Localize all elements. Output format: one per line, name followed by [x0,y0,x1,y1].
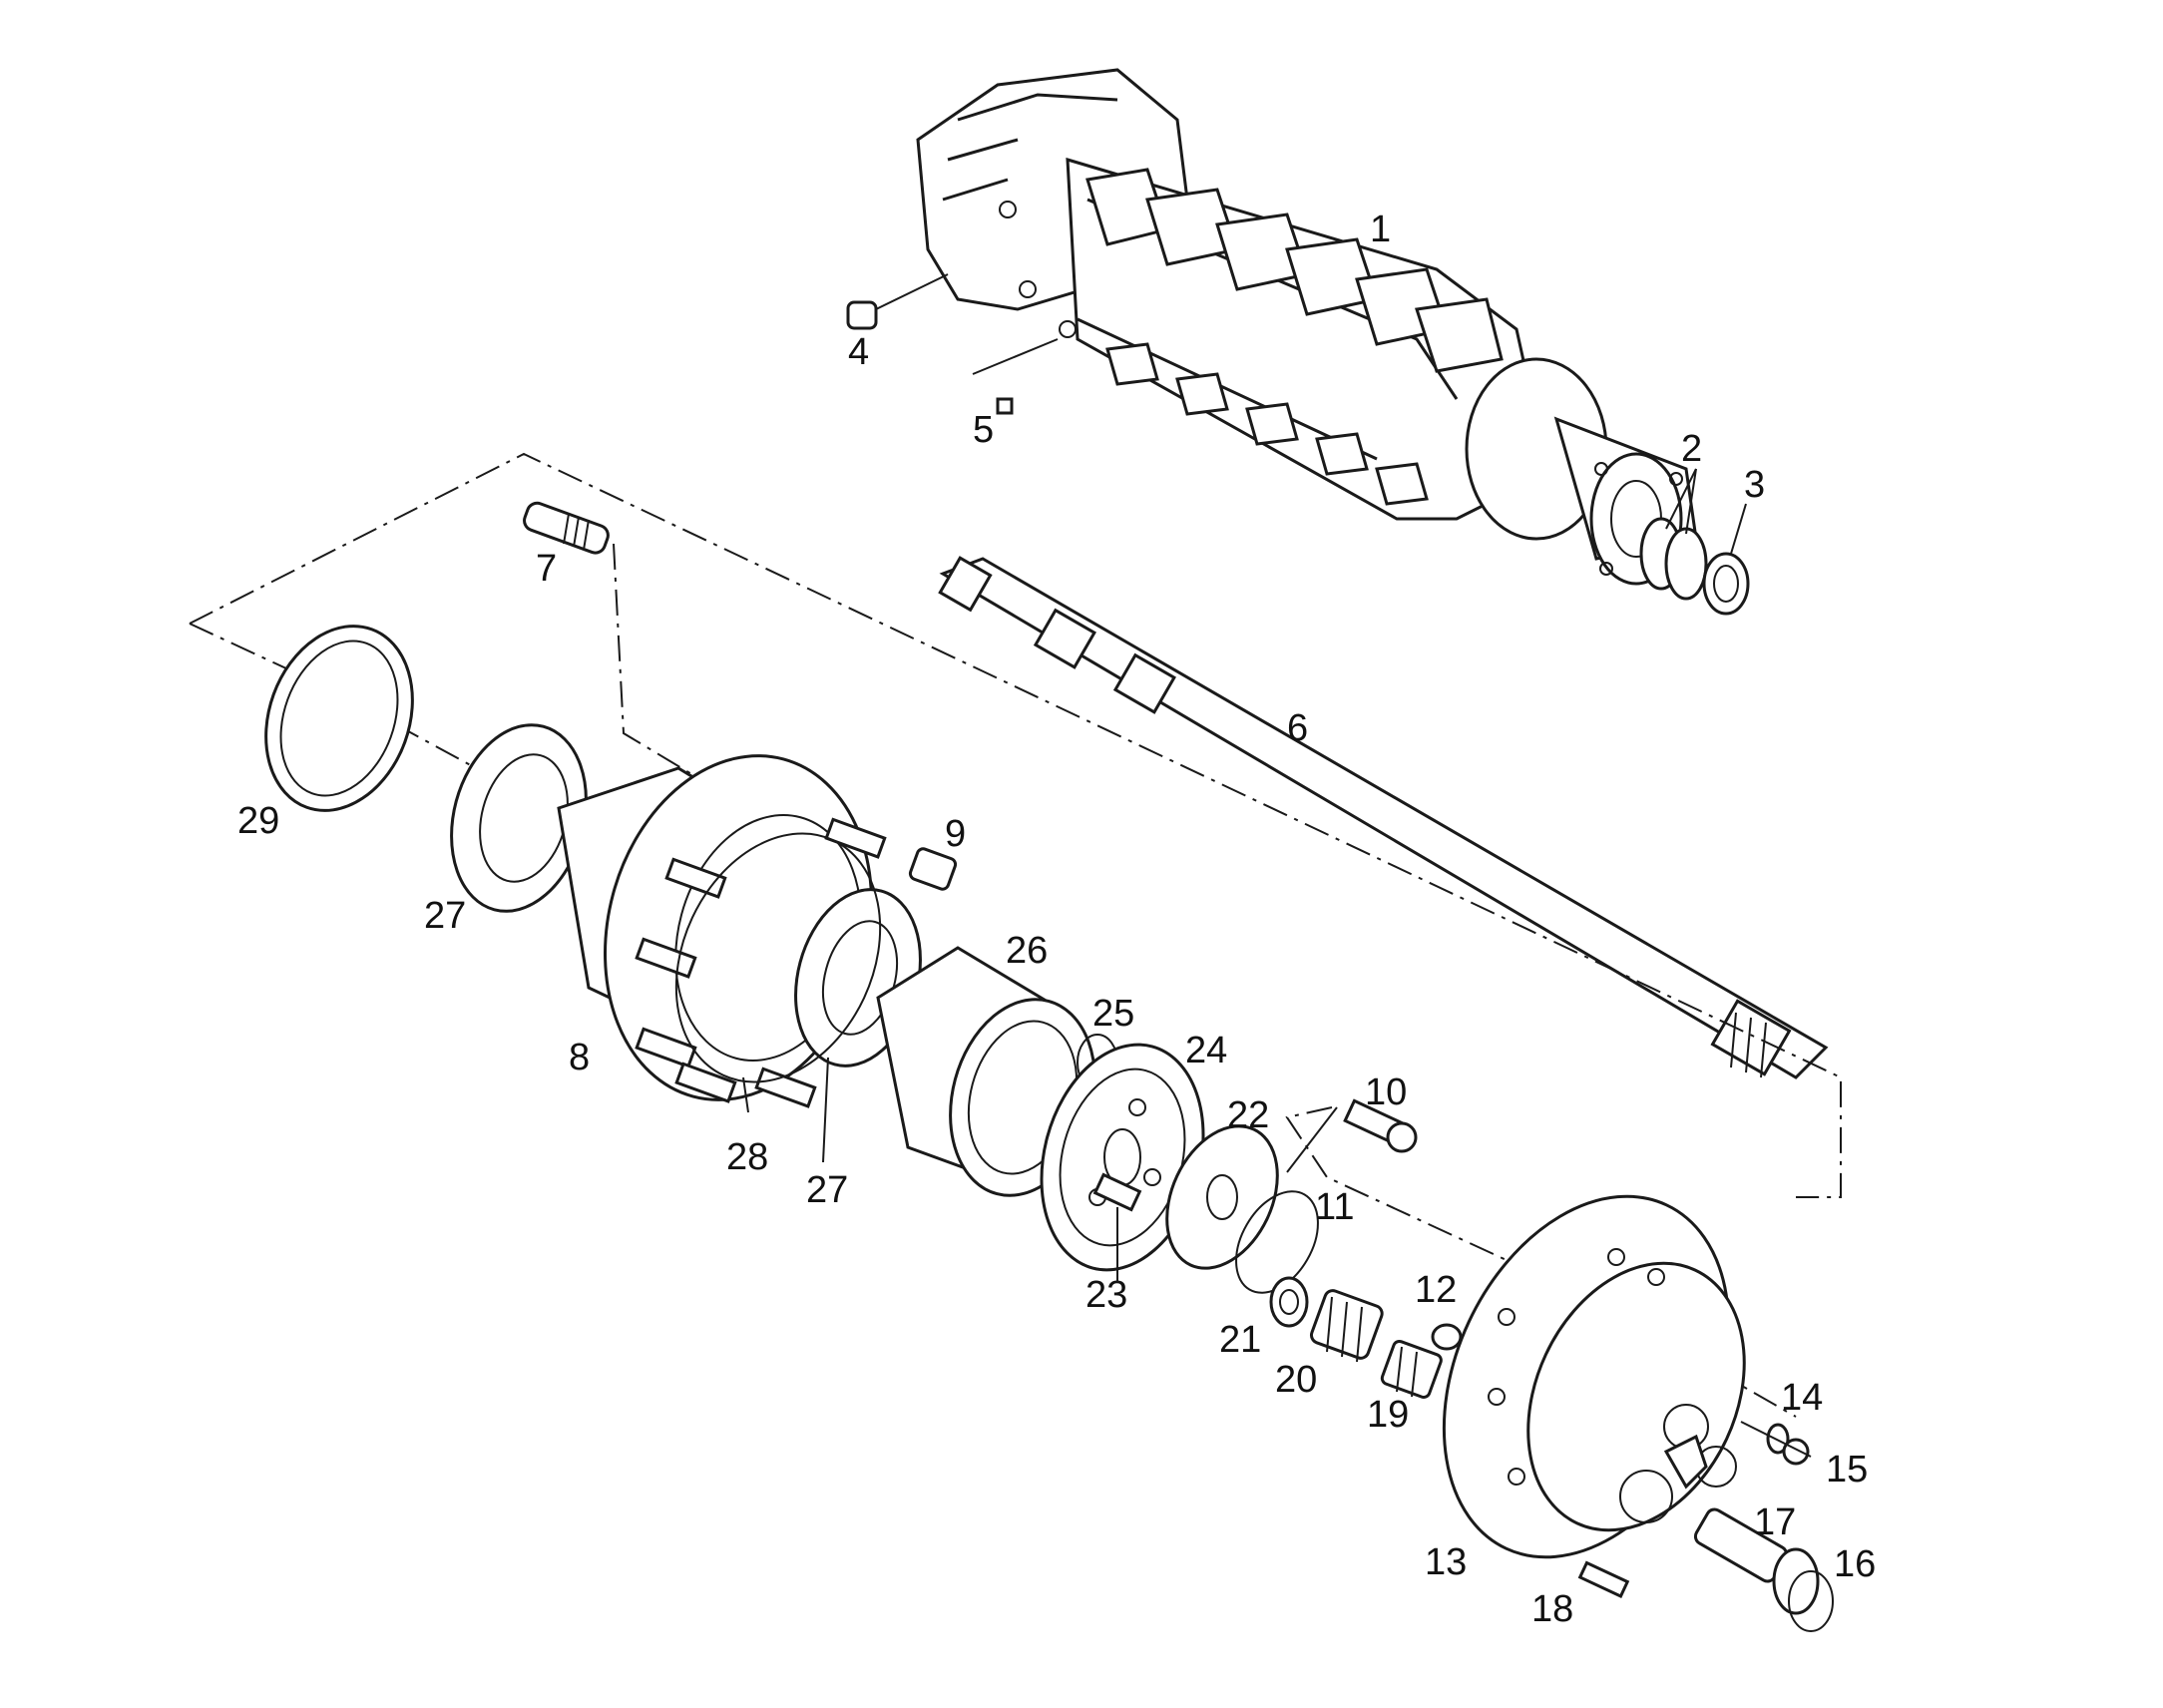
planet-carrier-gear [1040,1043,1205,1272]
callout-labels: 1 2 3 4 5 6 7 8 9 10 11 12 13 14 15 16 1… [237,209,1876,1630]
callout-label: 15 [1826,1449,1868,1491]
callout-label: 18 [1531,1588,1573,1630]
callout-label: 22 [1227,1094,1269,1136]
callout-label: 4 [848,331,869,373]
drive-disconnect [1693,1507,1834,1632]
planetary-cover [1442,1194,1746,1559]
wheel-stud [523,501,610,555]
callout-label: 25 [1092,993,1134,1035]
assembly-centerline [189,452,1842,1198]
leader-lines [742,1057,1118,1282]
callout-label: 5 [973,409,994,451]
seal-ring [264,625,414,812]
callout-label: 2 [1681,428,1702,470]
callout-label: 21 [1219,1319,1261,1361]
axle-shaft [938,556,1829,1079]
callout-label: 3 [1744,464,1765,506]
callout-label: 28 [726,1136,768,1178]
callout-label: 24 [1185,1030,1227,1071]
callout-label: 17 [1754,1501,1796,1543]
callout-label: 11 [1315,1186,1354,1228]
thrust-plate [1165,1124,1279,1270]
callout-label: 27 [806,1169,848,1211]
callout-label: 16 [1834,1543,1876,1585]
callout-label: 19 [1367,1394,1409,1436]
callout-label: 23 [1085,1274,1127,1316]
callout-label: 13 [1425,1541,1467,1583]
drain-plug [846,273,1059,415]
bearing-set [1639,468,1750,616]
callout-label: 20 [1275,1359,1317,1401]
assembly-centerline [613,543,699,779]
callout-label: 7 [536,548,557,590]
callout-label: 6 [1287,707,1308,749]
planet-gears [1269,1276,1463,1399]
callout-label: 8 [569,1037,590,1078]
snap-ring [1235,1190,1319,1294]
callout-label: 26 [1006,930,1048,972]
callout-label: 29 [237,800,279,842]
callout-label: 10 [1365,1071,1407,1113]
axle-housing [916,68,1698,586]
callout-label: 27 [424,895,466,937]
callout-label: 14 [1781,1377,1823,1419]
callout-label: 1 [1370,209,1391,250]
callout-label: 9 [945,813,966,855]
bolt [1286,1098,1418,1173]
cover-fasteners [1577,1421,1812,1598]
callout-label: 12 [1415,1269,1457,1311]
